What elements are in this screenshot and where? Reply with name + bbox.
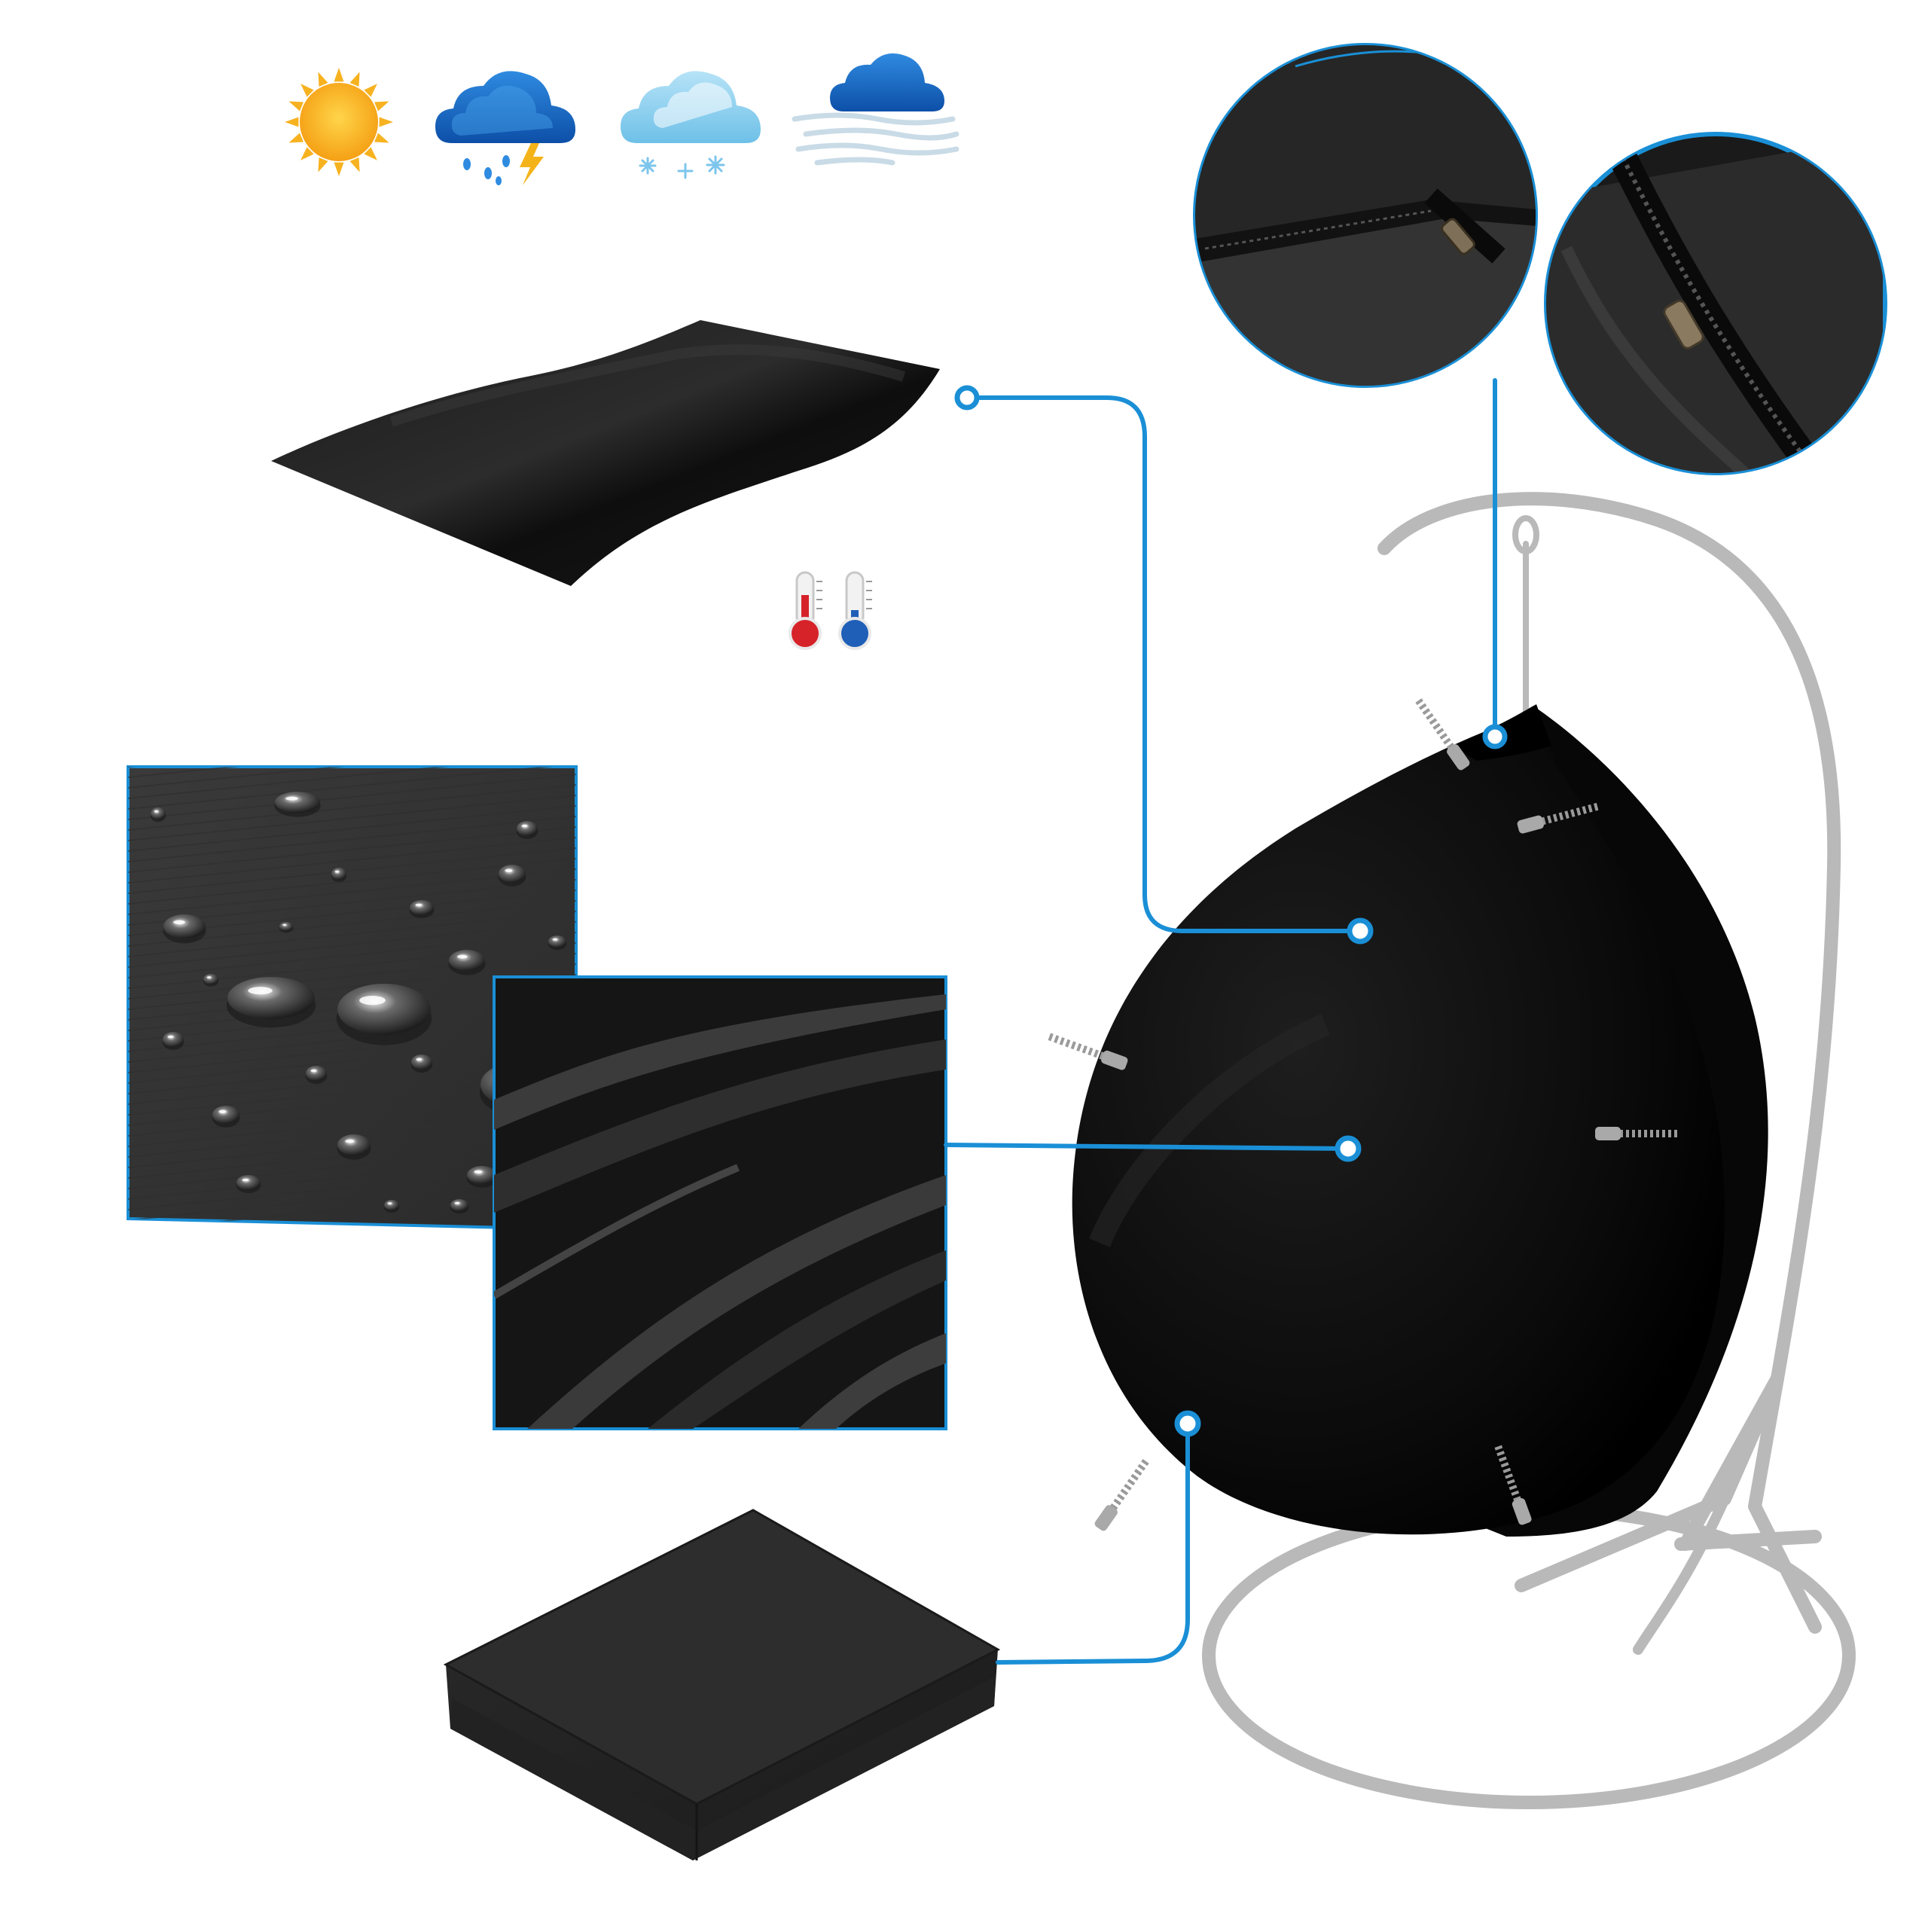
wind-fog-icon: [792, 53, 959, 166]
zipper-icon: [1094, 1459, 1149, 1531]
sun-icon: [285, 68, 393, 176]
folded-cover-image: [443, 1509, 1001, 1860]
thermometer-hot-icon: [789, 571, 822, 650]
hanging-egg-chair-cover: [1072, 704, 1768, 1537]
callout-lines: [944, 378, 1497, 1665]
zipper-corner-closeup: [1193, 43, 1538, 388]
zipper-icon: [1048, 1033, 1128, 1070]
zipper-icon: [1595, 1127, 1677, 1140]
zipper-markers: [1048, 698, 1677, 1531]
zipper-pull-closeup: [1544, 132, 1887, 475]
snow-cloud-icon: [621, 71, 761, 179]
zipper-icon: [1415, 698, 1470, 771]
fabric-folds-closeup: [493, 975, 947, 1430]
zipper-icon: [1517, 802, 1599, 834]
water-droplets-closeup: [127, 765, 578, 1232]
zipper-icon: [1494, 1445, 1532, 1525]
callout-dots: [954, 385, 1508, 1437]
thunderstorm-rain-icon: [435, 71, 575, 185]
thermometer-cold-icon: [838, 571, 872, 650]
fabric-sheet-image: [271, 320, 940, 586]
